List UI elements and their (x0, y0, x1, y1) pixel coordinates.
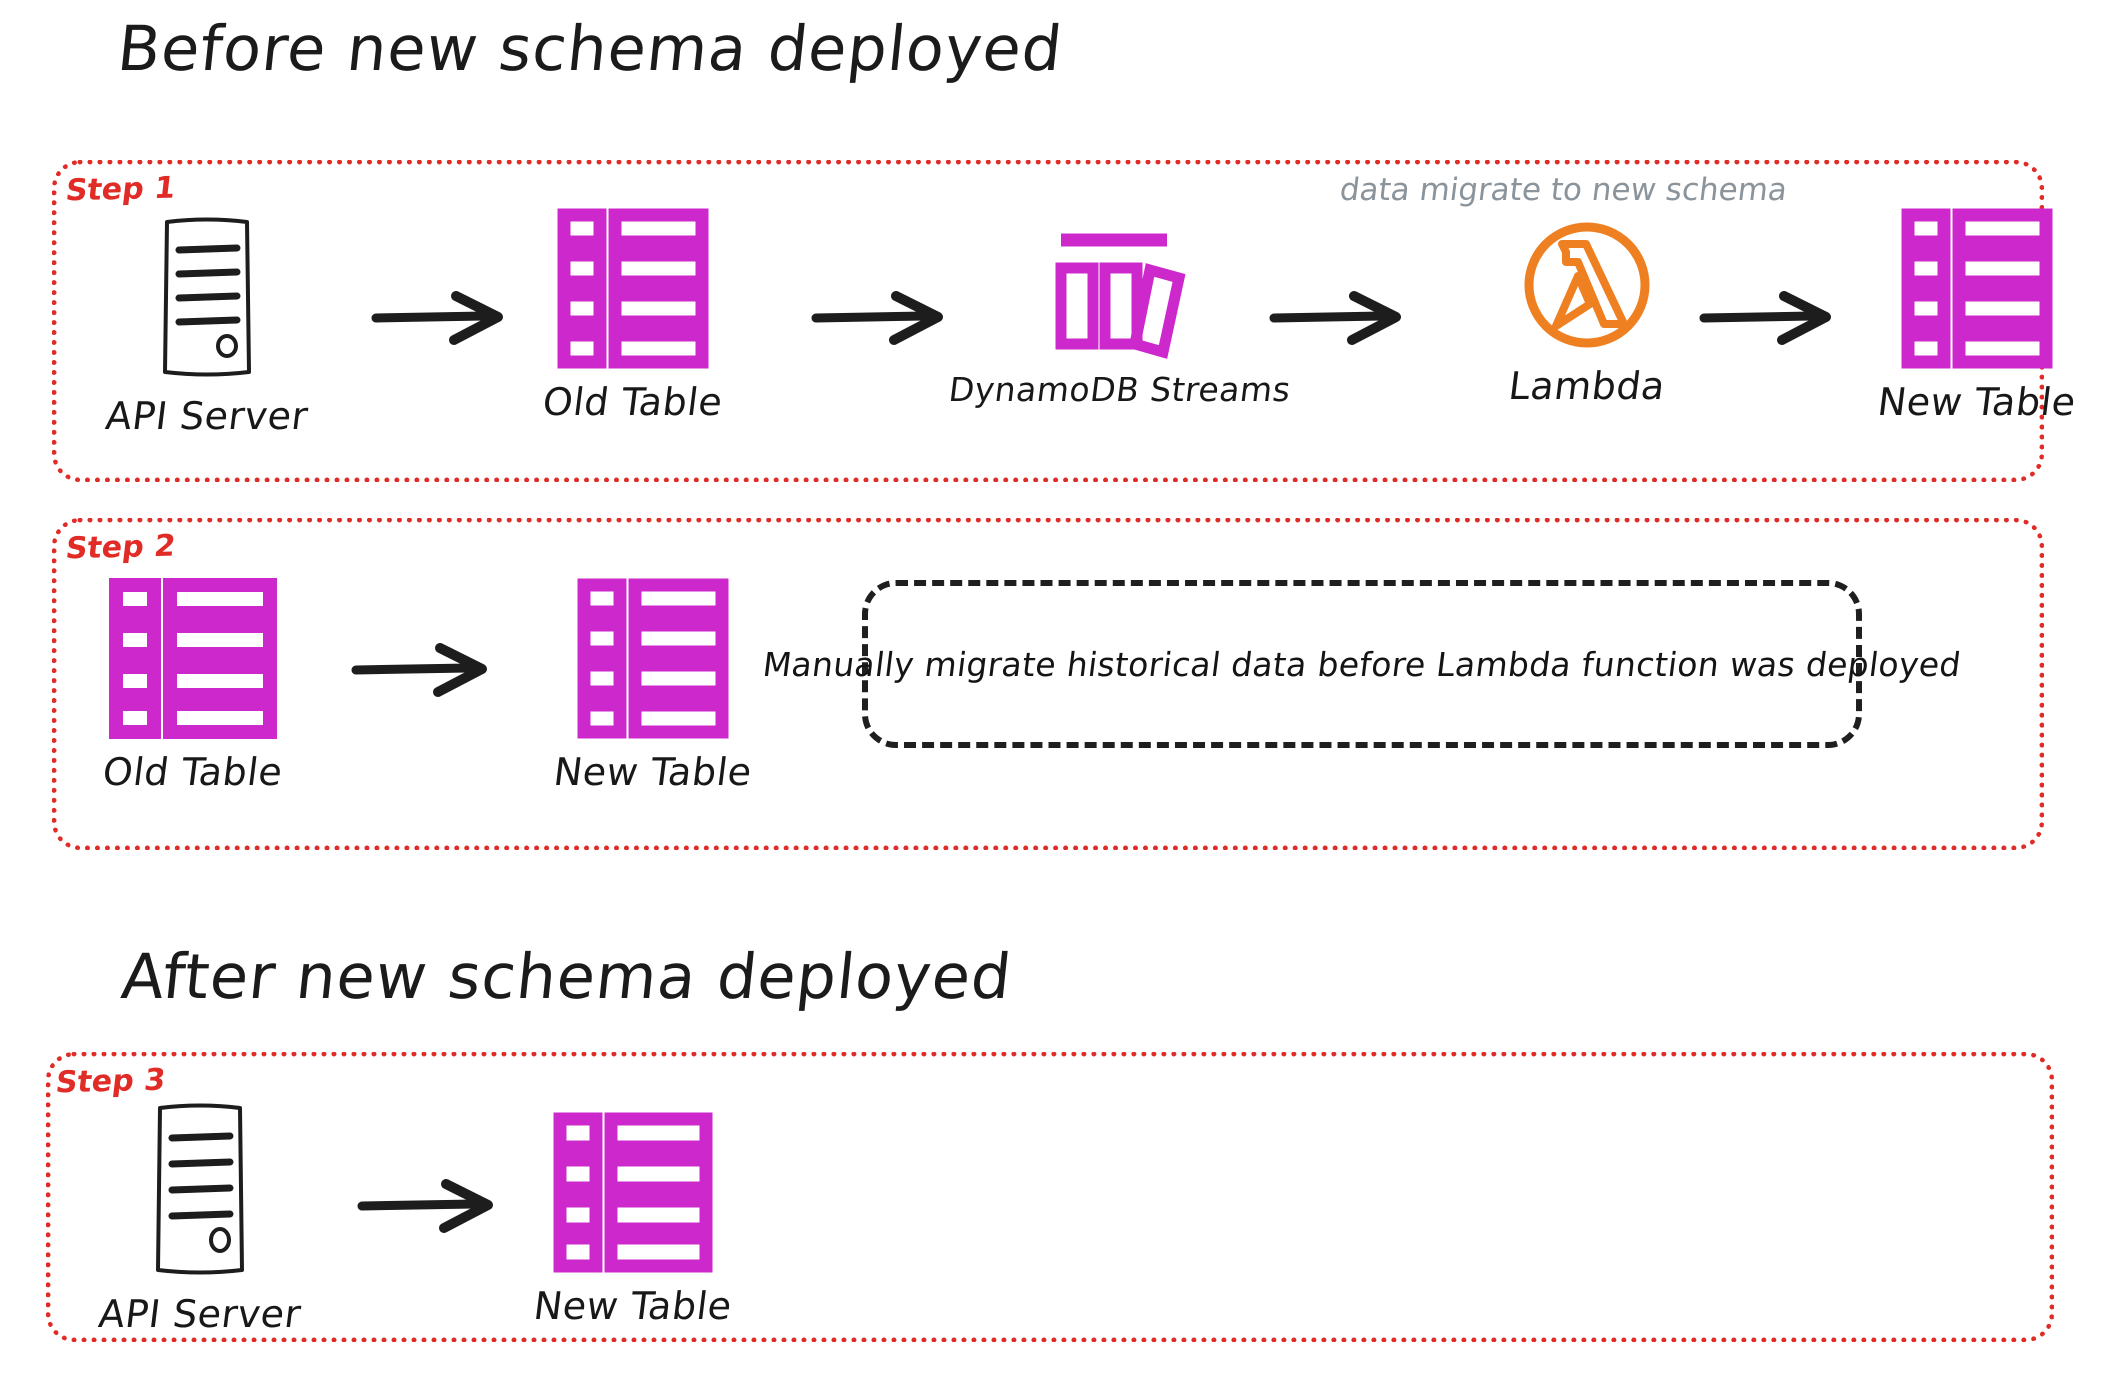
section-title-after: After new schema deployed (118, 940, 1016, 1013)
arrow-icon (811, 290, 947, 346)
node-caption: New Table (1875, 380, 2079, 424)
table-icon (557, 208, 709, 369)
step-2-container (52, 518, 2044, 850)
step-3-container (46, 1052, 2054, 1342)
section-title-before: Before new schema deployed (114, 12, 1067, 85)
step-2-callout-text: Manually migrate historical data before … (760, 644, 1964, 684)
node-caption: API Server (103, 394, 311, 438)
arrow-icon (351, 642, 492, 698)
step-1-label: Step 1 (63, 170, 178, 209)
node-caption: New Table (551, 750, 755, 794)
step-1-annotation: data migrate to new schema (1337, 172, 1790, 208)
table-icon (577, 578, 729, 739)
server-icon (140, 1098, 260, 1280)
node-new-table-step1: New Table (1875, 208, 2079, 424)
server-icon (149, 212, 265, 382)
node-old-table-step1: Old Table (541, 208, 725, 424)
node-api-server-step1: API Server (103, 212, 311, 438)
node-caption: Old Table (540, 380, 726, 424)
step-2-callout: Manually migrate historical data before … (761, 580, 1963, 748)
table-icon (108, 578, 278, 739)
node-caption: Old Table (100, 750, 286, 794)
node-caption: New Table (531, 1284, 735, 1328)
step-3-label: Step 3 (53, 1062, 168, 1101)
node-dynamodb-streams-step1: DynamoDB Streams (947, 228, 1293, 409)
arrow-icon (371, 290, 507, 346)
node-caption: DynamoDB Streams (946, 370, 1294, 409)
node-new-table-step3: New Table (531, 1112, 735, 1328)
node-api-server-step3: API Server (96, 1098, 304, 1336)
node-caption: API Server (96, 1292, 304, 1336)
node-lambda-step1: Lambda (1462, 218, 1712, 408)
arrow-icon (357, 1178, 498, 1234)
step-2-label: Step 2 (63, 528, 178, 567)
lambda-icon (1520, 218, 1654, 352)
table-icon (553, 1112, 713, 1273)
node-caption: Lambda (1506, 364, 1668, 408)
node-new-table-step2: New Table (551, 578, 755, 794)
arrow-icon (1699, 290, 1835, 346)
table-icon (1901, 208, 2053, 369)
arrow-icon (1269, 290, 1405, 346)
dynamodb-streams-icon (1055, 228, 1186, 359)
node-old-table-step2: Old Table (98, 578, 288, 794)
